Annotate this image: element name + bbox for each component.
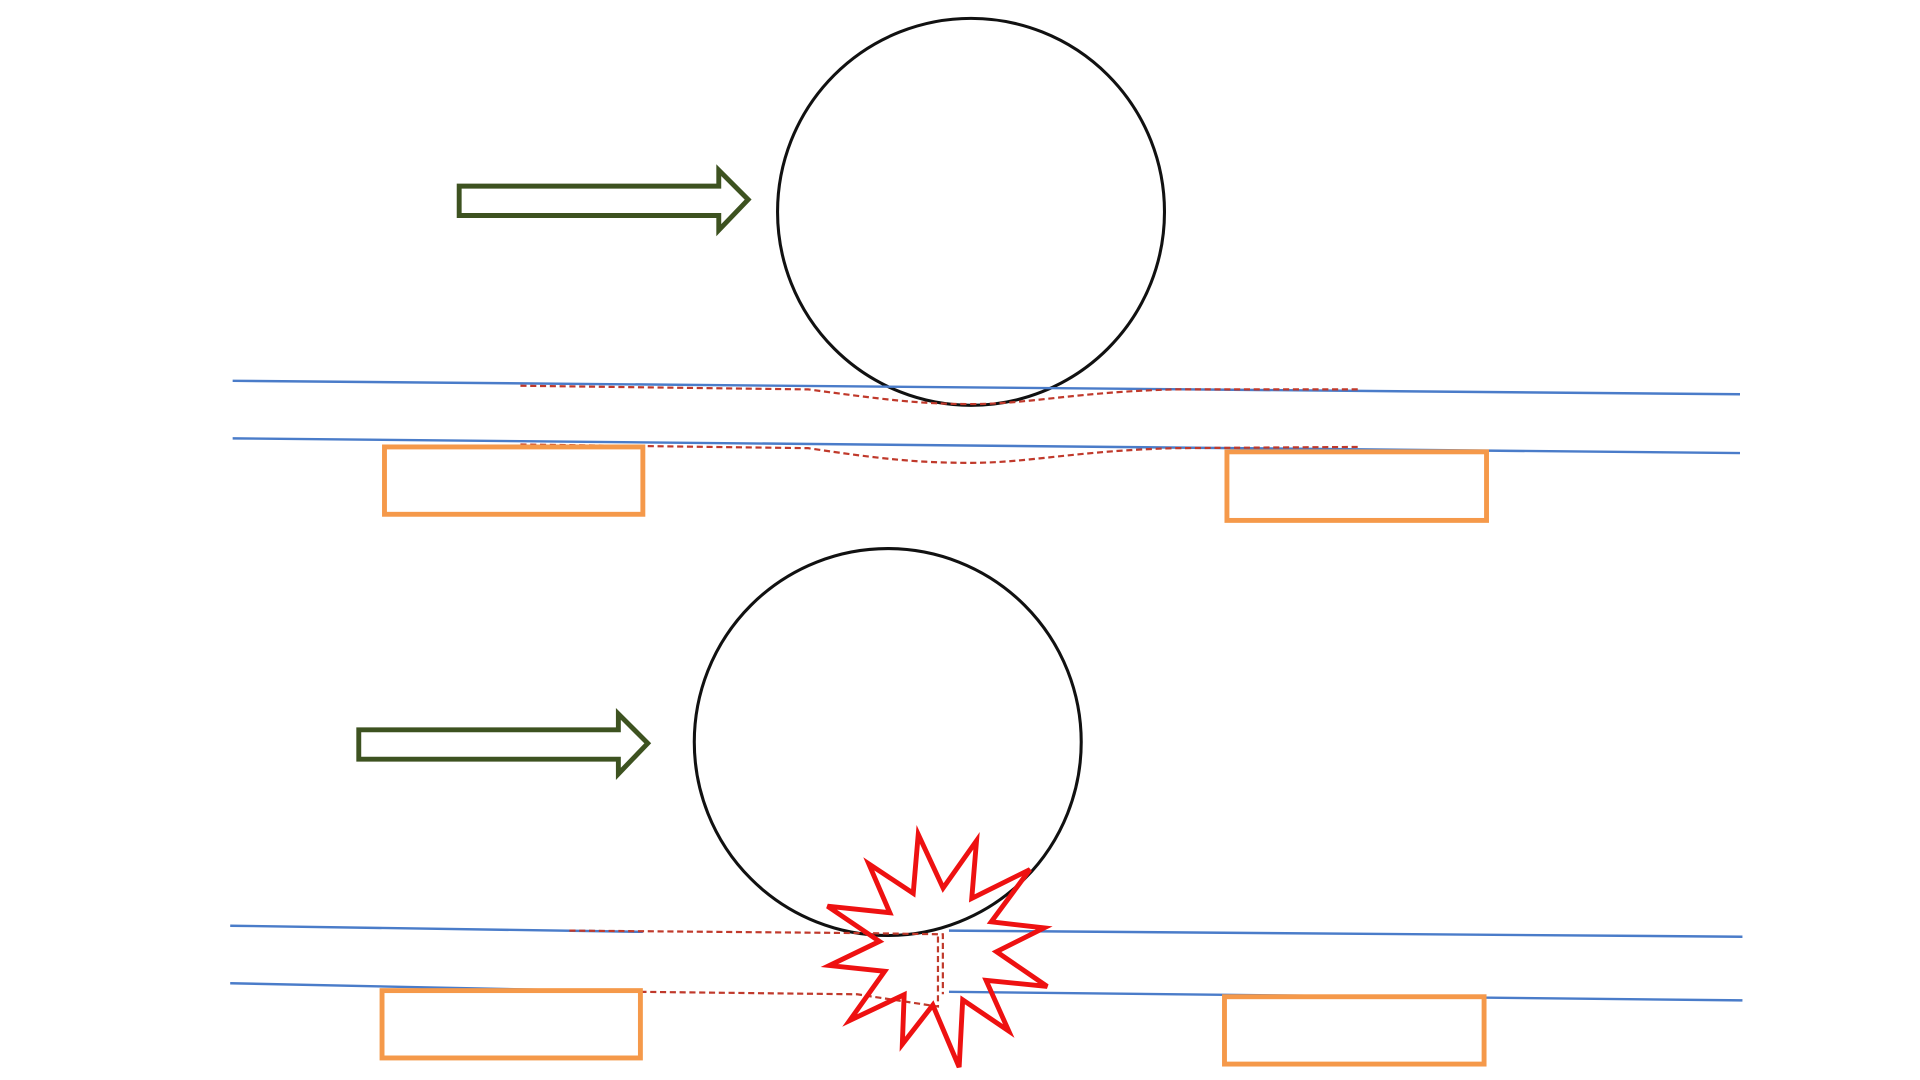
panel-normal bbox=[232, 16, 1741, 523]
wheel bbox=[692, 547, 1083, 938]
wheel bbox=[776, 16, 1167, 407]
rail-top-line-right bbox=[948, 929, 1743, 938]
support-left bbox=[379, 988, 643, 1061]
broken-top-line bbox=[569, 929, 944, 995]
broken-bottom-line bbox=[640, 933, 940, 1008]
support-left bbox=[382, 444, 646, 517]
impact-burst-icon bbox=[820, 824, 1053, 1069]
motion-arrow-icon bbox=[456, 164, 752, 237]
support-right bbox=[1222, 994, 1487, 1067]
support-right bbox=[1224, 449, 1489, 523]
deformed-bottom-line bbox=[520, 443, 1360, 464]
deformed-top-line bbox=[520, 384, 1360, 406]
panel-impact bbox=[230, 547, 1743, 1069]
motion-arrow-icon bbox=[356, 707, 652, 780]
rail-top-line bbox=[232, 379, 1741, 396]
